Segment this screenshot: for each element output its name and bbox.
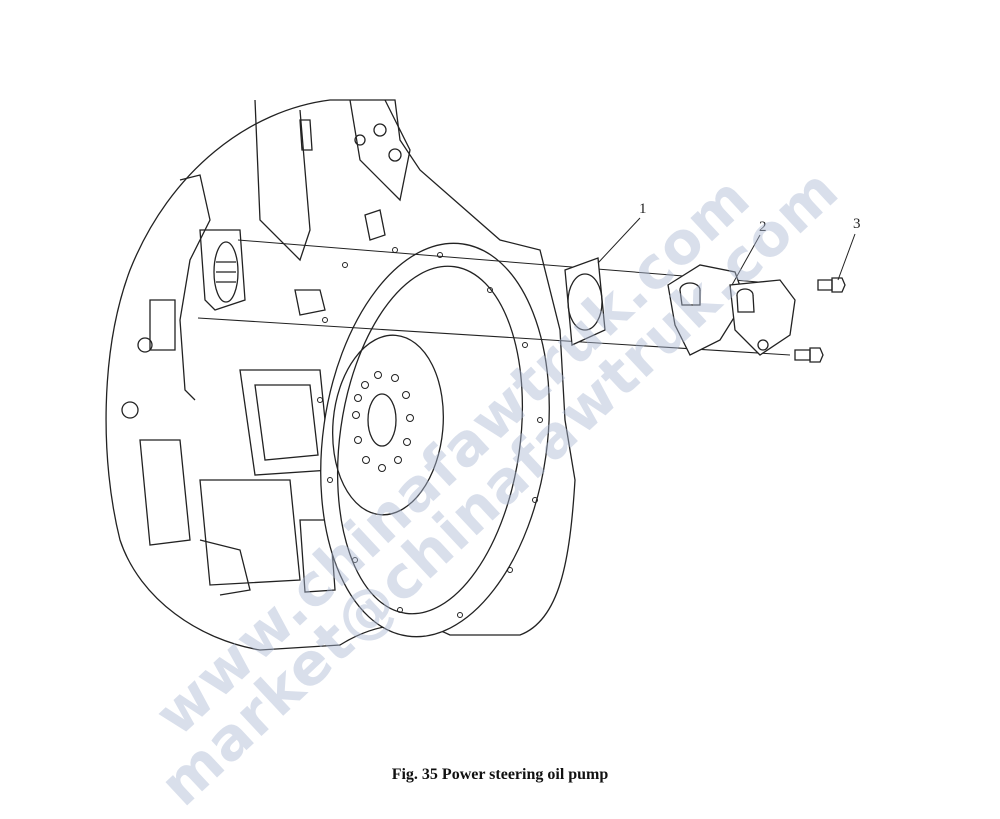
gasket xyxy=(564,257,606,346)
flywheel xyxy=(332,334,444,516)
callout-1: 1 xyxy=(639,201,647,217)
engine-block-outline xyxy=(105,99,576,651)
callout-3: 3 xyxy=(853,216,861,232)
bolt-upper xyxy=(817,277,846,293)
figure-caption: Fig. 35 Power steering oil pump xyxy=(391,766,609,783)
bolt-lower xyxy=(794,347,824,363)
flywheel-hub xyxy=(367,393,397,447)
flywheel-housing xyxy=(320,242,550,638)
housing-bolt-holes xyxy=(317,247,543,618)
engine-exploded-diagram xyxy=(105,99,856,651)
power-steering-pump xyxy=(667,264,796,356)
callout-2: 2 xyxy=(759,219,767,235)
flywheel-bolt-holes xyxy=(352,371,414,472)
